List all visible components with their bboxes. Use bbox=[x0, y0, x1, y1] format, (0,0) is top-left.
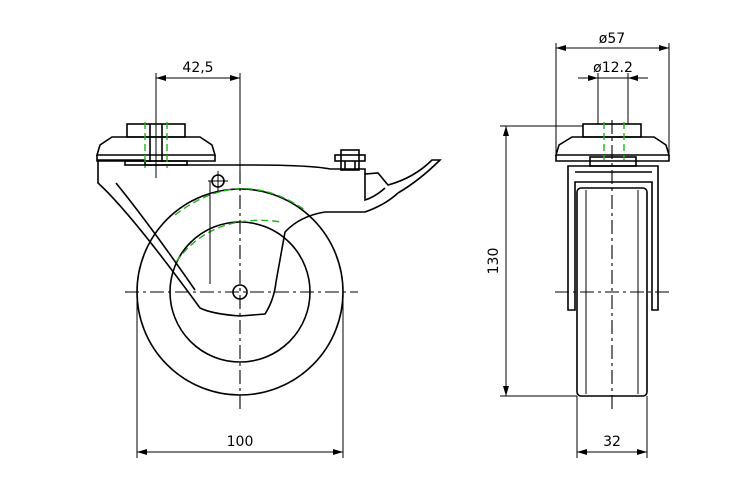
dimension-height: 130 bbox=[486, 125, 583, 397]
dimension-plate-diameter-label: ø57 bbox=[599, 31, 625, 47]
dimension-wheel-diameter: 100 bbox=[136, 292, 344, 458]
fork-inner-edge bbox=[115, 182, 196, 291]
brake-pedal bbox=[364, 174, 386, 202]
hidden-arc-inner bbox=[175, 219, 283, 263]
dimension-height-label: 130 bbox=[486, 248, 502, 275]
pivot-symbol bbox=[208, 171, 228, 191]
brake-knob bbox=[334, 149, 366, 171]
dimension-wheel-width-label: 32 bbox=[603, 434, 621, 450]
fork-bracket bbox=[97, 159, 442, 317]
dimension-bolt-offset: 42,5 bbox=[156, 60, 240, 81]
dimension-wheel-width: 32 bbox=[576, 396, 648, 458]
dimension-bolt-hole: ø12.2 bbox=[578, 60, 648, 124]
front-view: 42,5 100 bbox=[95, 60, 442, 458]
dimension-bolt-hole-label: ø12.2 bbox=[593, 60, 633, 76]
dimension-bolt-offset-label: 42,5 bbox=[182, 60, 213, 76]
dimension-wheel-diameter-label: 100 bbox=[227, 434, 254, 450]
side-fork bbox=[567, 165, 659, 311]
side-view: ø57 ø12.2 130 32 bbox=[486, 31, 672, 458]
dimension-plate-diameter: ø57 bbox=[555, 31, 670, 155]
